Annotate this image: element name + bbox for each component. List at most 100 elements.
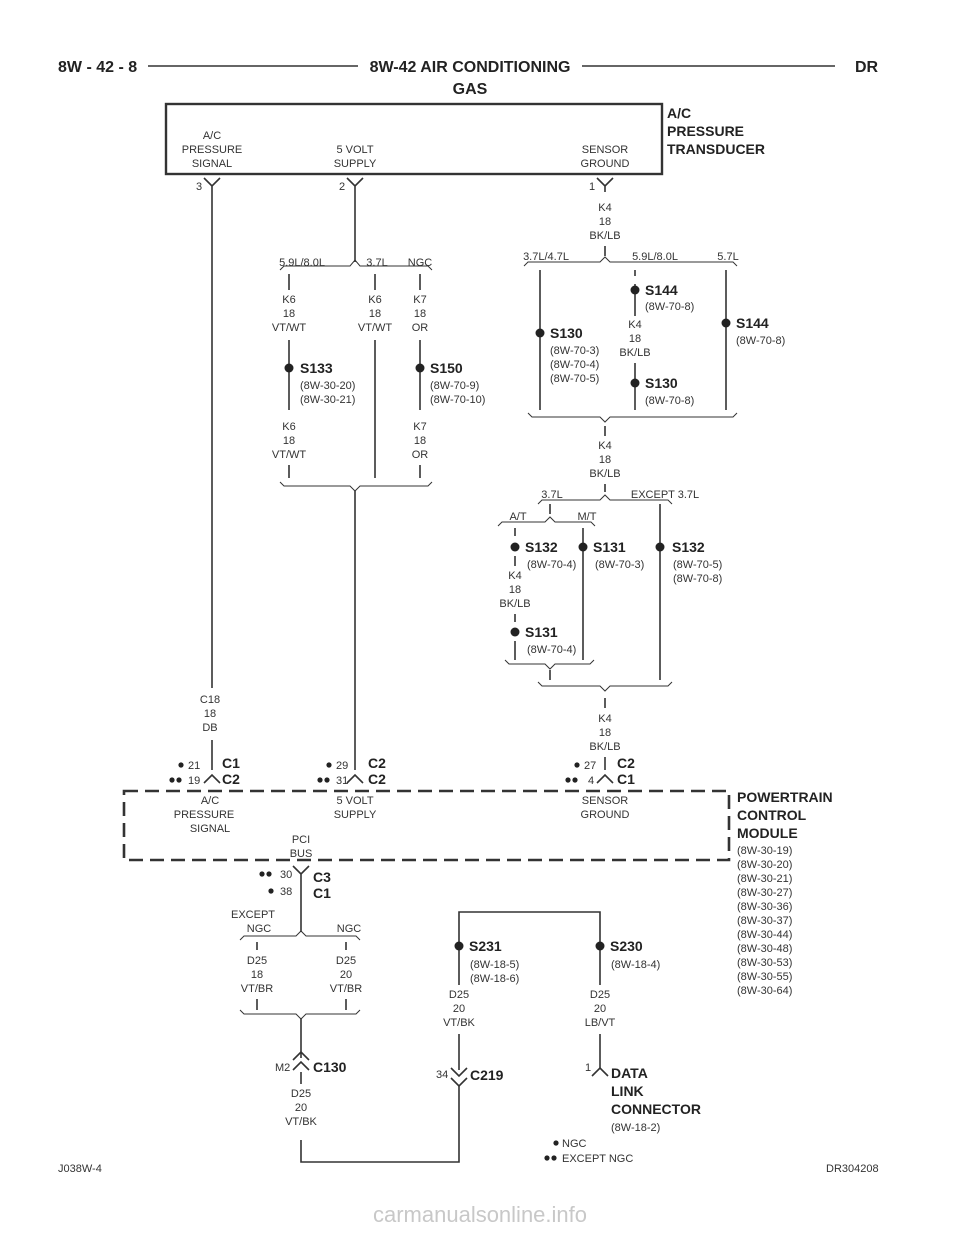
svg-text:1: 1 — [589, 181, 595, 193]
supply-split-labels: 5.9L/8.0L 3.7L NGC — [279, 257, 432, 269]
transducer-pin-signal-label: A/C PRESSURE SIGNAL — [182, 130, 243, 170]
pcm-box — [122, 789, 731, 862]
svg-text:K7: K7 — [413, 421, 426, 433]
svg-text:18: 18 — [283, 308, 295, 320]
svg-text:K4: K4 — [598, 440, 611, 452]
s131a-splice-dot — [578, 542, 588, 552]
svg-text:EXCEPT 3.7L: EXCEPT 3.7L — [631, 489, 699, 501]
svg-text:BK/LB: BK/LB — [589, 230, 620, 242]
s231-refs: (8W-18-5) (8W-18-6) — [470, 959, 519, 985]
bus-branch-b-label: D25 20 VT/BR — [330, 955, 362, 995]
svg-text:(8W-30-21): (8W-30-21) — [300, 394, 355, 406]
s150-label: S150 — [430, 360, 463, 376]
svg-text:31: 31 — [336, 775, 348, 787]
svg-text:K7: K7 — [413, 294, 426, 306]
ground-split-bracket — [523, 256, 738, 267]
svg-text:VT/BK: VT/BK — [285, 1116, 317, 1128]
ground-split2-labels: 3.7L EXCEPT 3.7L — [541, 489, 699, 501]
svg-text:20: 20 — [295, 1102, 307, 1114]
svg-text:(8W-18-6): (8W-18-6) — [470, 973, 519, 985]
pin-2-connector: 2 — [339, 177, 364, 193]
svg-text:(8W-30-48): (8W-30-48) — [737, 943, 792, 955]
svg-text:SENSOR: SENSOR — [582, 144, 629, 156]
ground-merge4-bracket — [537, 681, 673, 692]
svg-text:K6: K6 — [368, 294, 381, 306]
svg-text:VT/WT: VT/WT — [272, 449, 306, 461]
pcm-pin-supply-label: 5 VOLT SUPPLY — [334, 795, 377, 821]
bus-wire-d-label: D25 20 VT/BK — [443, 989, 475, 1029]
s130a-refs: (8W-70-3) (8W-70-4) (8W-70-5) — [550, 345, 599, 385]
c130-connector: M2 C130 — [275, 1050, 347, 1075]
svg-text:18: 18 — [629, 333, 641, 345]
svg-text:5.9L/8.0L: 5.9L/8.0L — [279, 257, 325, 269]
svg-text:D25: D25 — [449, 989, 469, 1001]
transducer-pin-supply-label: 5 VOLT SUPPLY — [334, 144, 377, 170]
svg-text:C2: C2 — [368, 771, 386, 787]
svg-text:(8W-70-9): (8W-70-9) — [430, 380, 479, 392]
ground-merge-bracket — [527, 412, 738, 423]
svg-text:3.7L/4.7L: 3.7L/4.7L — [523, 251, 569, 263]
svg-text:C1: C1 — [222, 755, 240, 771]
svg-text:18: 18 — [599, 216, 611, 228]
s132b-refs: (8W-70-5) (8W-70-8) — [673, 559, 722, 585]
svg-text:(8W-30-55): (8W-30-55) — [737, 971, 792, 983]
svg-text:18: 18 — [204, 708, 216, 720]
page-title: 8W-42 AIR CONDITIONING — [370, 59, 571, 76]
svg-text:2: 2 — [339, 181, 345, 193]
svg-text:C18: C18 — [200, 694, 220, 706]
svg-text:20: 20 — [594, 1003, 606, 1015]
svg-text:C130: C130 — [313, 1059, 347, 1075]
s132b-splice-dot — [655, 542, 665, 552]
s132a-splice-dot — [510, 542, 520, 552]
svg-text:19: 19 — [188, 775, 200, 787]
ground-wire-2-label: K4 18 BK/LB — [589, 440, 620, 480]
svg-text:5 VOLT: 5 VOLT — [336, 144, 373, 156]
svg-text:C219: C219 — [470, 1067, 504, 1083]
s131b-refs: (8W-70-4) — [527, 644, 576, 656]
svg-text:EXCEPT NGC: EXCEPT NGC — [562, 1153, 633, 1165]
s230-splice-dot — [595, 941, 605, 951]
svg-text:C2: C2 — [617, 755, 635, 771]
s144a-refs: (8W-70-8) — [645, 301, 694, 313]
svg-text:OR: OR — [412, 322, 429, 334]
svg-text:M2: M2 — [275, 1062, 290, 1074]
pcm-label: POWERTRAIN CONTROL MODULE — [737, 789, 833, 841]
svg-text:34: 34 — [436, 1069, 448, 1081]
svg-text:(8W-30-20): (8W-30-20) — [737, 859, 792, 871]
ground-split3-labels: A/T M/T — [509, 511, 596, 523]
svg-text:3.7L: 3.7L — [366, 257, 387, 269]
pcm-refs: (8W-30-19) (8W-30-20) (8W-30-21) (8W-30-… — [737, 845, 792, 997]
svg-text:(8W-70-10): (8W-70-10) — [430, 394, 485, 406]
s133-splice-dot — [284, 363, 294, 373]
svg-text:BUS: BUS — [290, 848, 313, 860]
supply-merge-bracket — [279, 481, 433, 492]
s131b-splice-dot — [510, 627, 520, 637]
svg-text:K6: K6 — [282, 294, 295, 306]
svg-text:SUPPLY: SUPPLY — [334, 158, 377, 170]
svg-text:18: 18 — [599, 454, 611, 466]
section-code: DR — [855, 59, 879, 76]
pcm-supply-connector: 29 31 C2 C2 — [317, 755, 386, 787]
svg-text:NGC: NGC — [408, 257, 433, 269]
s133-label: S133 — [300, 360, 333, 376]
bus-wire-c-label: D25 20 VT/BK — [285, 1088, 317, 1128]
svg-text:K4: K4 — [628, 319, 641, 331]
svg-text:NGC: NGC — [247, 923, 272, 935]
svg-text:(8W-30-21): (8W-30-21) — [737, 873, 792, 885]
svg-text:(8W-30-53): (8W-30-53) — [737, 957, 792, 969]
svg-text:(8W-30-19): (8W-30-19) — [737, 845, 792, 857]
svg-text:LINK: LINK — [611, 1083, 644, 1099]
svg-text:D25: D25 — [590, 989, 610, 1001]
s130b-refs: (8W-70-8) — [645, 395, 694, 407]
svg-text:5.9L/8.0L: 5.9L/8.0L — [632, 251, 678, 263]
svg-text:CONNECTOR: CONNECTOR — [611, 1101, 701, 1117]
svg-text:TRANSDUCER: TRANSDUCER — [667, 141, 765, 157]
s230-refs: (8W-18-4) — [611, 959, 660, 971]
svg-text:K6: K6 — [282, 421, 295, 433]
s131a-label: S131 — [593, 539, 626, 555]
svg-text:SIGNAL: SIGNAL — [192, 158, 232, 170]
s231-splice-dot — [454, 941, 464, 951]
svg-text:NGC: NGC — [562, 1138, 587, 1150]
s130a-splice-dot — [535, 328, 545, 338]
pin-3-connector: 3 — [196, 177, 221, 193]
